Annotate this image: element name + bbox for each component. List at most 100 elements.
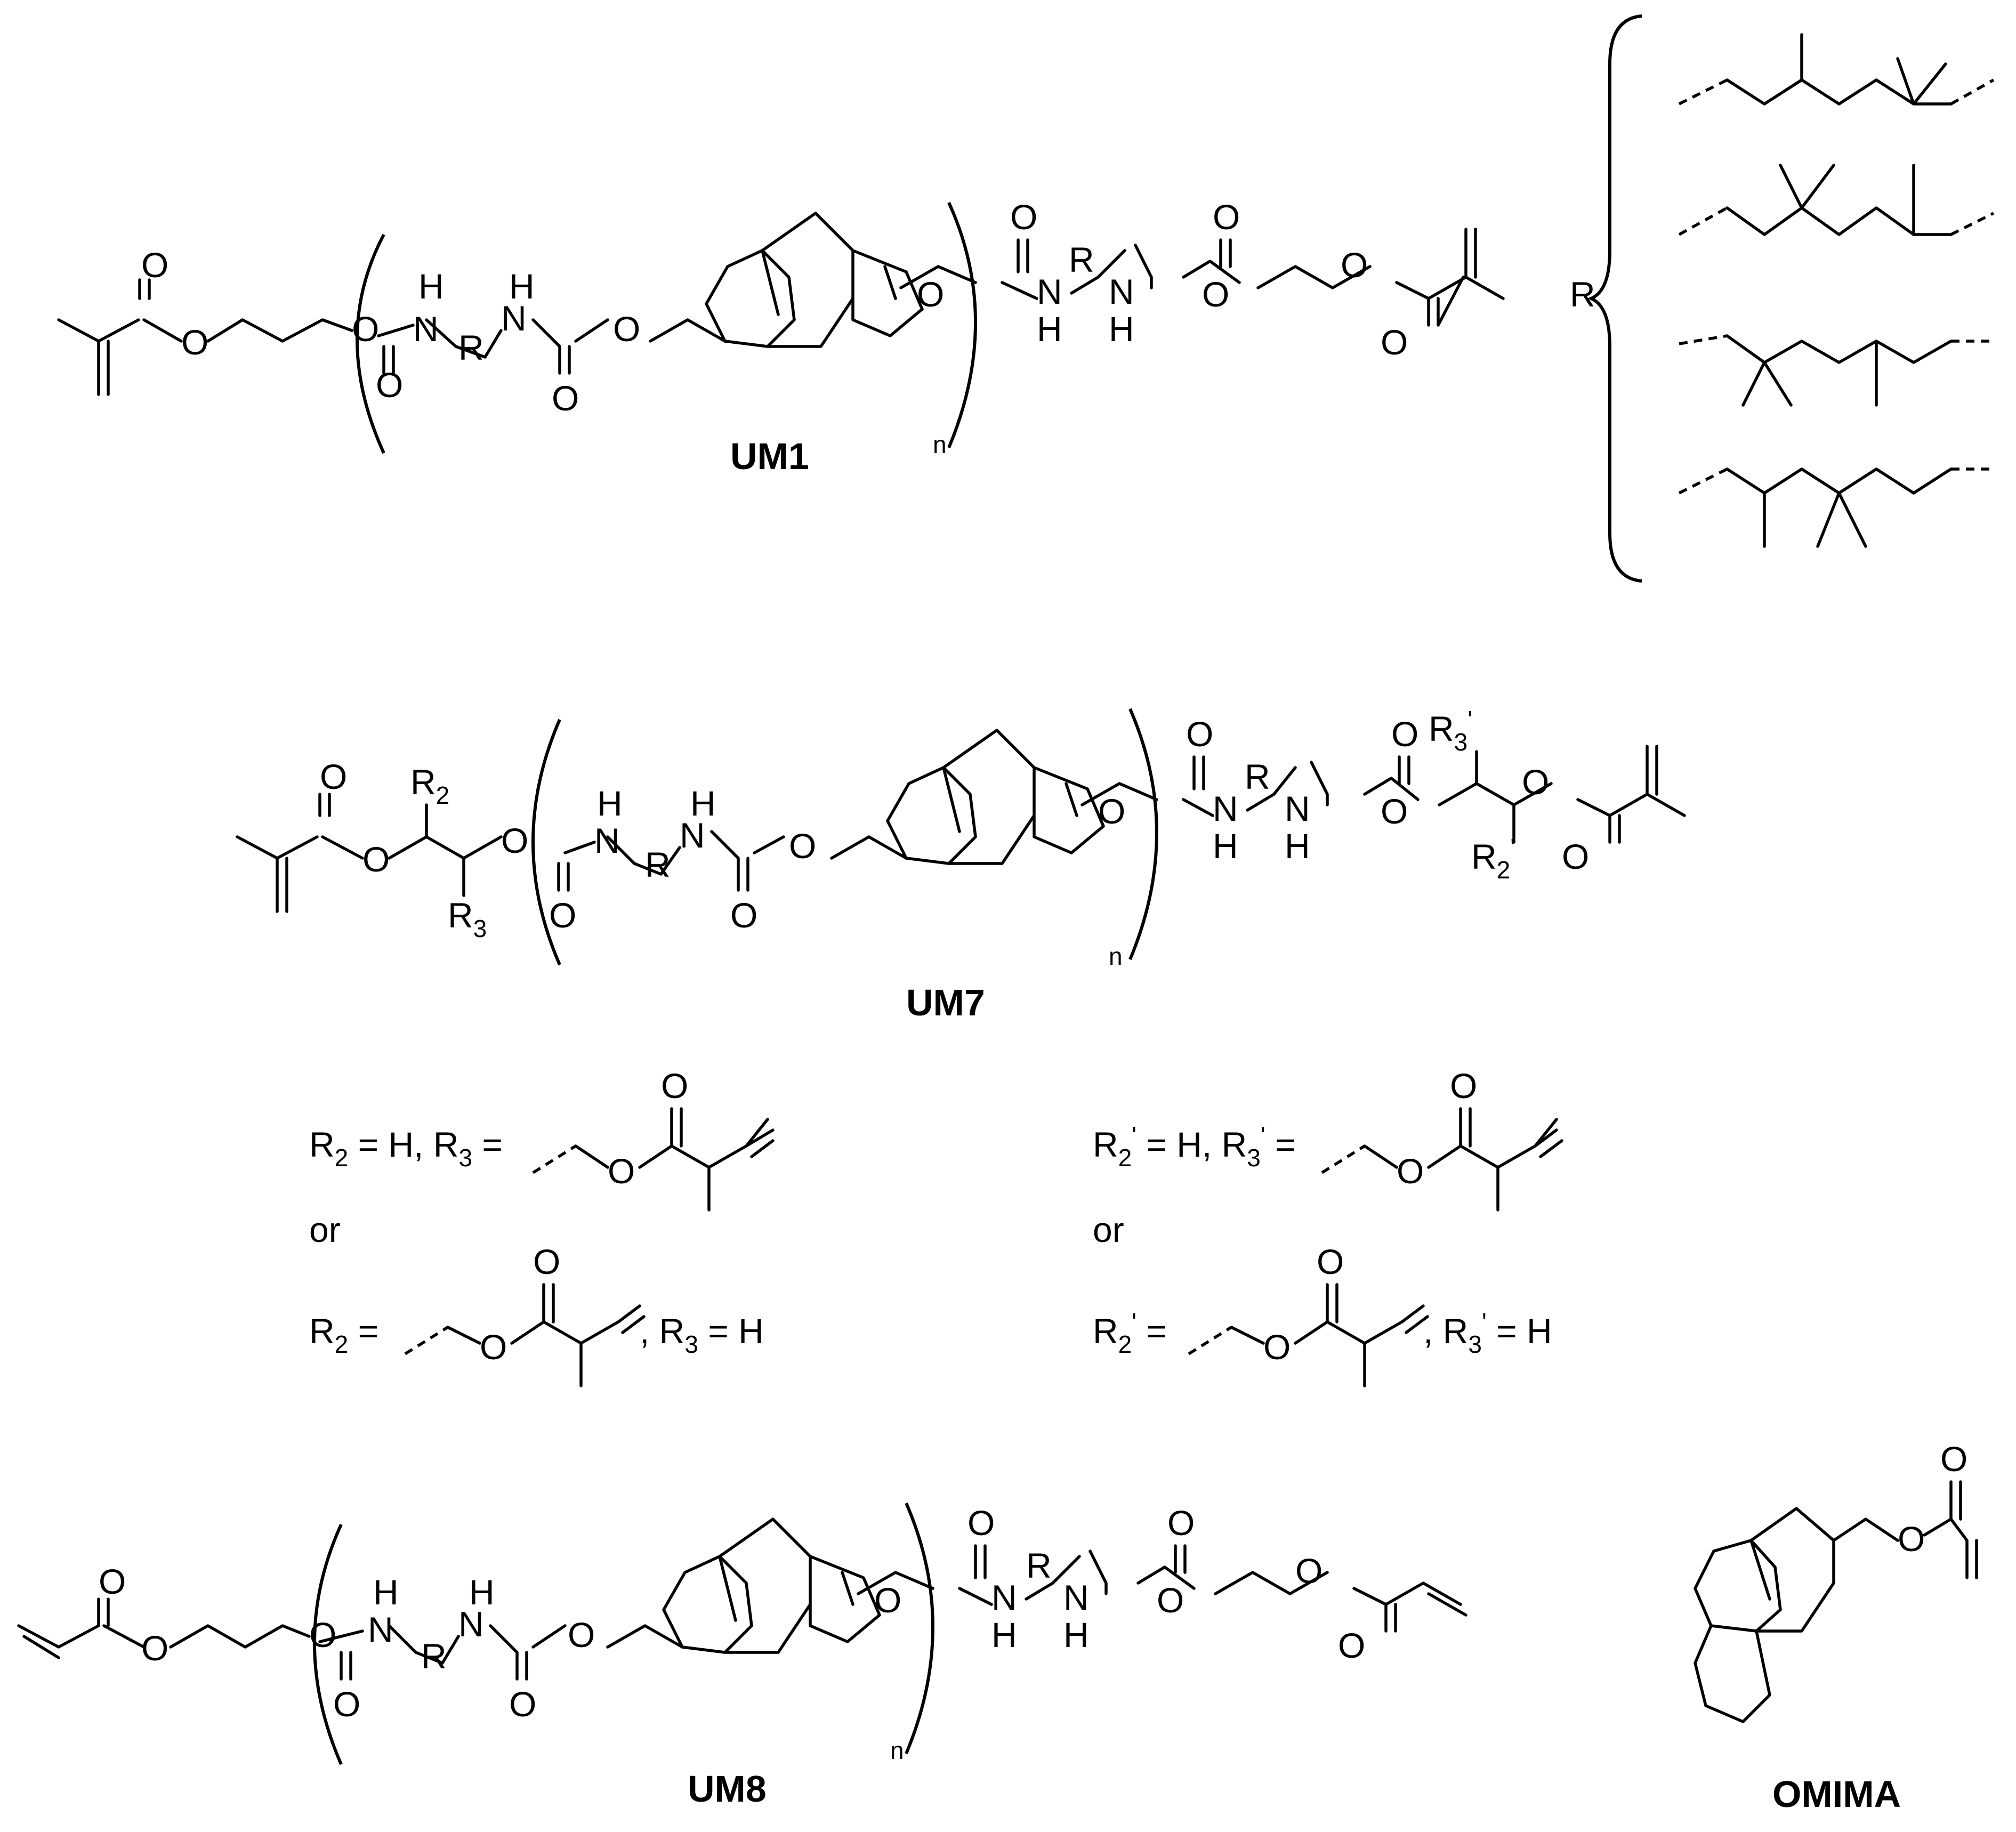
svg-text:R: R [1245,757,1270,796]
svg-text:O: O [552,378,579,418]
um1-label: UM1 [730,435,809,477]
svg-text:O: O [1317,1242,1344,1281]
svg-text:O: O [1338,1626,1365,1665]
svg-text:H: H [1063,1615,1089,1655]
svg-text:O: O [1381,322,1408,362]
svg-text:N: N [458,1604,484,1644]
svg-text:O: O [1098,792,1125,831]
svg-text:H: H [509,267,535,306]
svg-text:O: O [141,1628,168,1668]
svg-text:O: O [480,1327,507,1367]
svg-text:O: O [613,309,640,349]
svg-text:H: H [1037,309,1062,349]
r3-prime-label: R3' [1429,706,1472,756]
svg-text:N: N [991,1578,1017,1617]
svg-text:O: O [1263,1327,1291,1367]
def-right-line1: R2' = H, R3' = [1093,1121,1296,1172]
svg-text:H: H [1285,826,1310,866]
svg-text:O: O [99,1562,126,1601]
svg-text:O: O [333,1684,360,1724]
r2-label: R2 [410,762,449,809]
r-group-label: R [1570,275,1595,314]
svg-text:O: O [1450,1066,1477,1105]
um1-atom-labels: O O O O N H R N H O O O O N H R N H O O … [141,197,1408,458]
svg-text:O: O [1940,1439,1967,1479]
svg-text:R: R [645,845,671,884]
um7-substituent-labels: R2 R3 R3' R2' [410,706,1515,942]
svg-text:H: H [1213,826,1238,866]
svg-text:R: R [1026,1546,1052,1585]
svg-text:N: N [1285,789,1310,828]
svg-text:O: O [1562,837,1589,876]
def-left-line2: R2 = [309,1311,378,1358]
r2-r3-definitions-right: R2' = H, R3' = O O or R2' = O O , R3' = … [1093,1066,1563,1387]
um7-label: UM7 [906,982,985,1023]
svg-text:n: n [1109,942,1123,970]
svg-text:O: O [568,1615,595,1655]
svg-text:O: O [730,895,757,935]
omima-label: OMIMA [1772,1773,1901,1815]
svg-text:O: O [1381,792,1408,831]
svg-text:O: O [501,821,528,860]
svg-text:O: O [1167,1503,1195,1543]
def-right-line2-tail: , R3' = H [1423,1308,1552,1358]
um8-structure: O O O O N H R N H O O O O N H R N H O O … [17,1502,1467,1810]
svg-text:O: O [509,1684,536,1724]
r-group-definitions: R [1570,14,1995,583]
svg-text:N: N [1063,1578,1089,1617]
svg-text:N: N [680,816,705,855]
def-left-line1: R2 = H, R3 = [309,1125,503,1172]
svg-text:O: O [376,365,403,405]
svg-text:O: O [533,1242,560,1281]
svg-text:O: O [661,1066,688,1105]
svg-text:O: O [141,245,168,285]
or-left: or [309,1210,341,1249]
svg-text:O: O [1295,1551,1323,1591]
svg-text:O: O [1391,714,1418,754]
svg-text:H: H [373,1572,399,1612]
svg-text:O: O [320,757,347,796]
svg-text:R: R [1069,240,1094,279]
svg-text:N: N [1109,272,1134,311]
svg-text:O: O [1010,197,1037,237]
svg-text:O: O [1213,197,1240,237]
svg-text:O: O [549,895,576,935]
def-right-line2: R2' = [1093,1308,1167,1358]
svg-text:H: H [597,784,623,823]
svg-text:N: N [413,309,439,349]
svg-text:O: O [1522,762,1549,802]
um8-label: UM8 [688,1768,767,1810]
svg-text:O: O [1186,714,1213,754]
svg-text:H: H [690,784,716,823]
svg-text:O: O [1157,1580,1184,1620]
r2-prime-label: R2' [1471,834,1515,884]
svg-text:n: n [890,1737,904,1764]
svg-text:n: n [933,431,947,458]
svg-text:O: O [1898,1519,1925,1559]
svg-text:O: O [608,1151,635,1191]
svg-text:N: N [1213,789,1238,828]
svg-text:O: O [917,275,944,314]
um8-atom-labels: O O O O N H R N H O O O O N H R N H O O … [99,1503,1365,1764]
svg-text:O: O [1397,1151,1424,1191]
svg-text:O: O [352,309,379,349]
svg-text:H: H [469,1572,495,1612]
svg-text:H: H [1109,309,1134,349]
def-left-line2-tail: , R3 = H [640,1311,764,1358]
svg-text:O: O [181,322,208,362]
um7-structure: O O O O N H R N H O O O O N H R N H O O … [236,706,1686,1023]
svg-text:N: N [501,298,527,338]
svg-text:H: H [418,267,444,306]
svg-text:O: O [874,1580,901,1620]
svg-text:N: N [594,821,620,860]
svg-text:O: O [1202,275,1229,314]
curly-brace [1587,14,1642,583]
svg-text:O: O [1341,245,1368,285]
um7-atom-labels: O O O O N H R N H O O O O N H R N H O O … [320,714,1589,970]
svg-text:O: O [789,826,816,866]
svg-text:O: O [967,1503,995,1543]
svg-text:O: O [309,1615,336,1655]
or-right: or [1093,1210,1124,1249]
svg-text:H: H [991,1615,1017,1655]
